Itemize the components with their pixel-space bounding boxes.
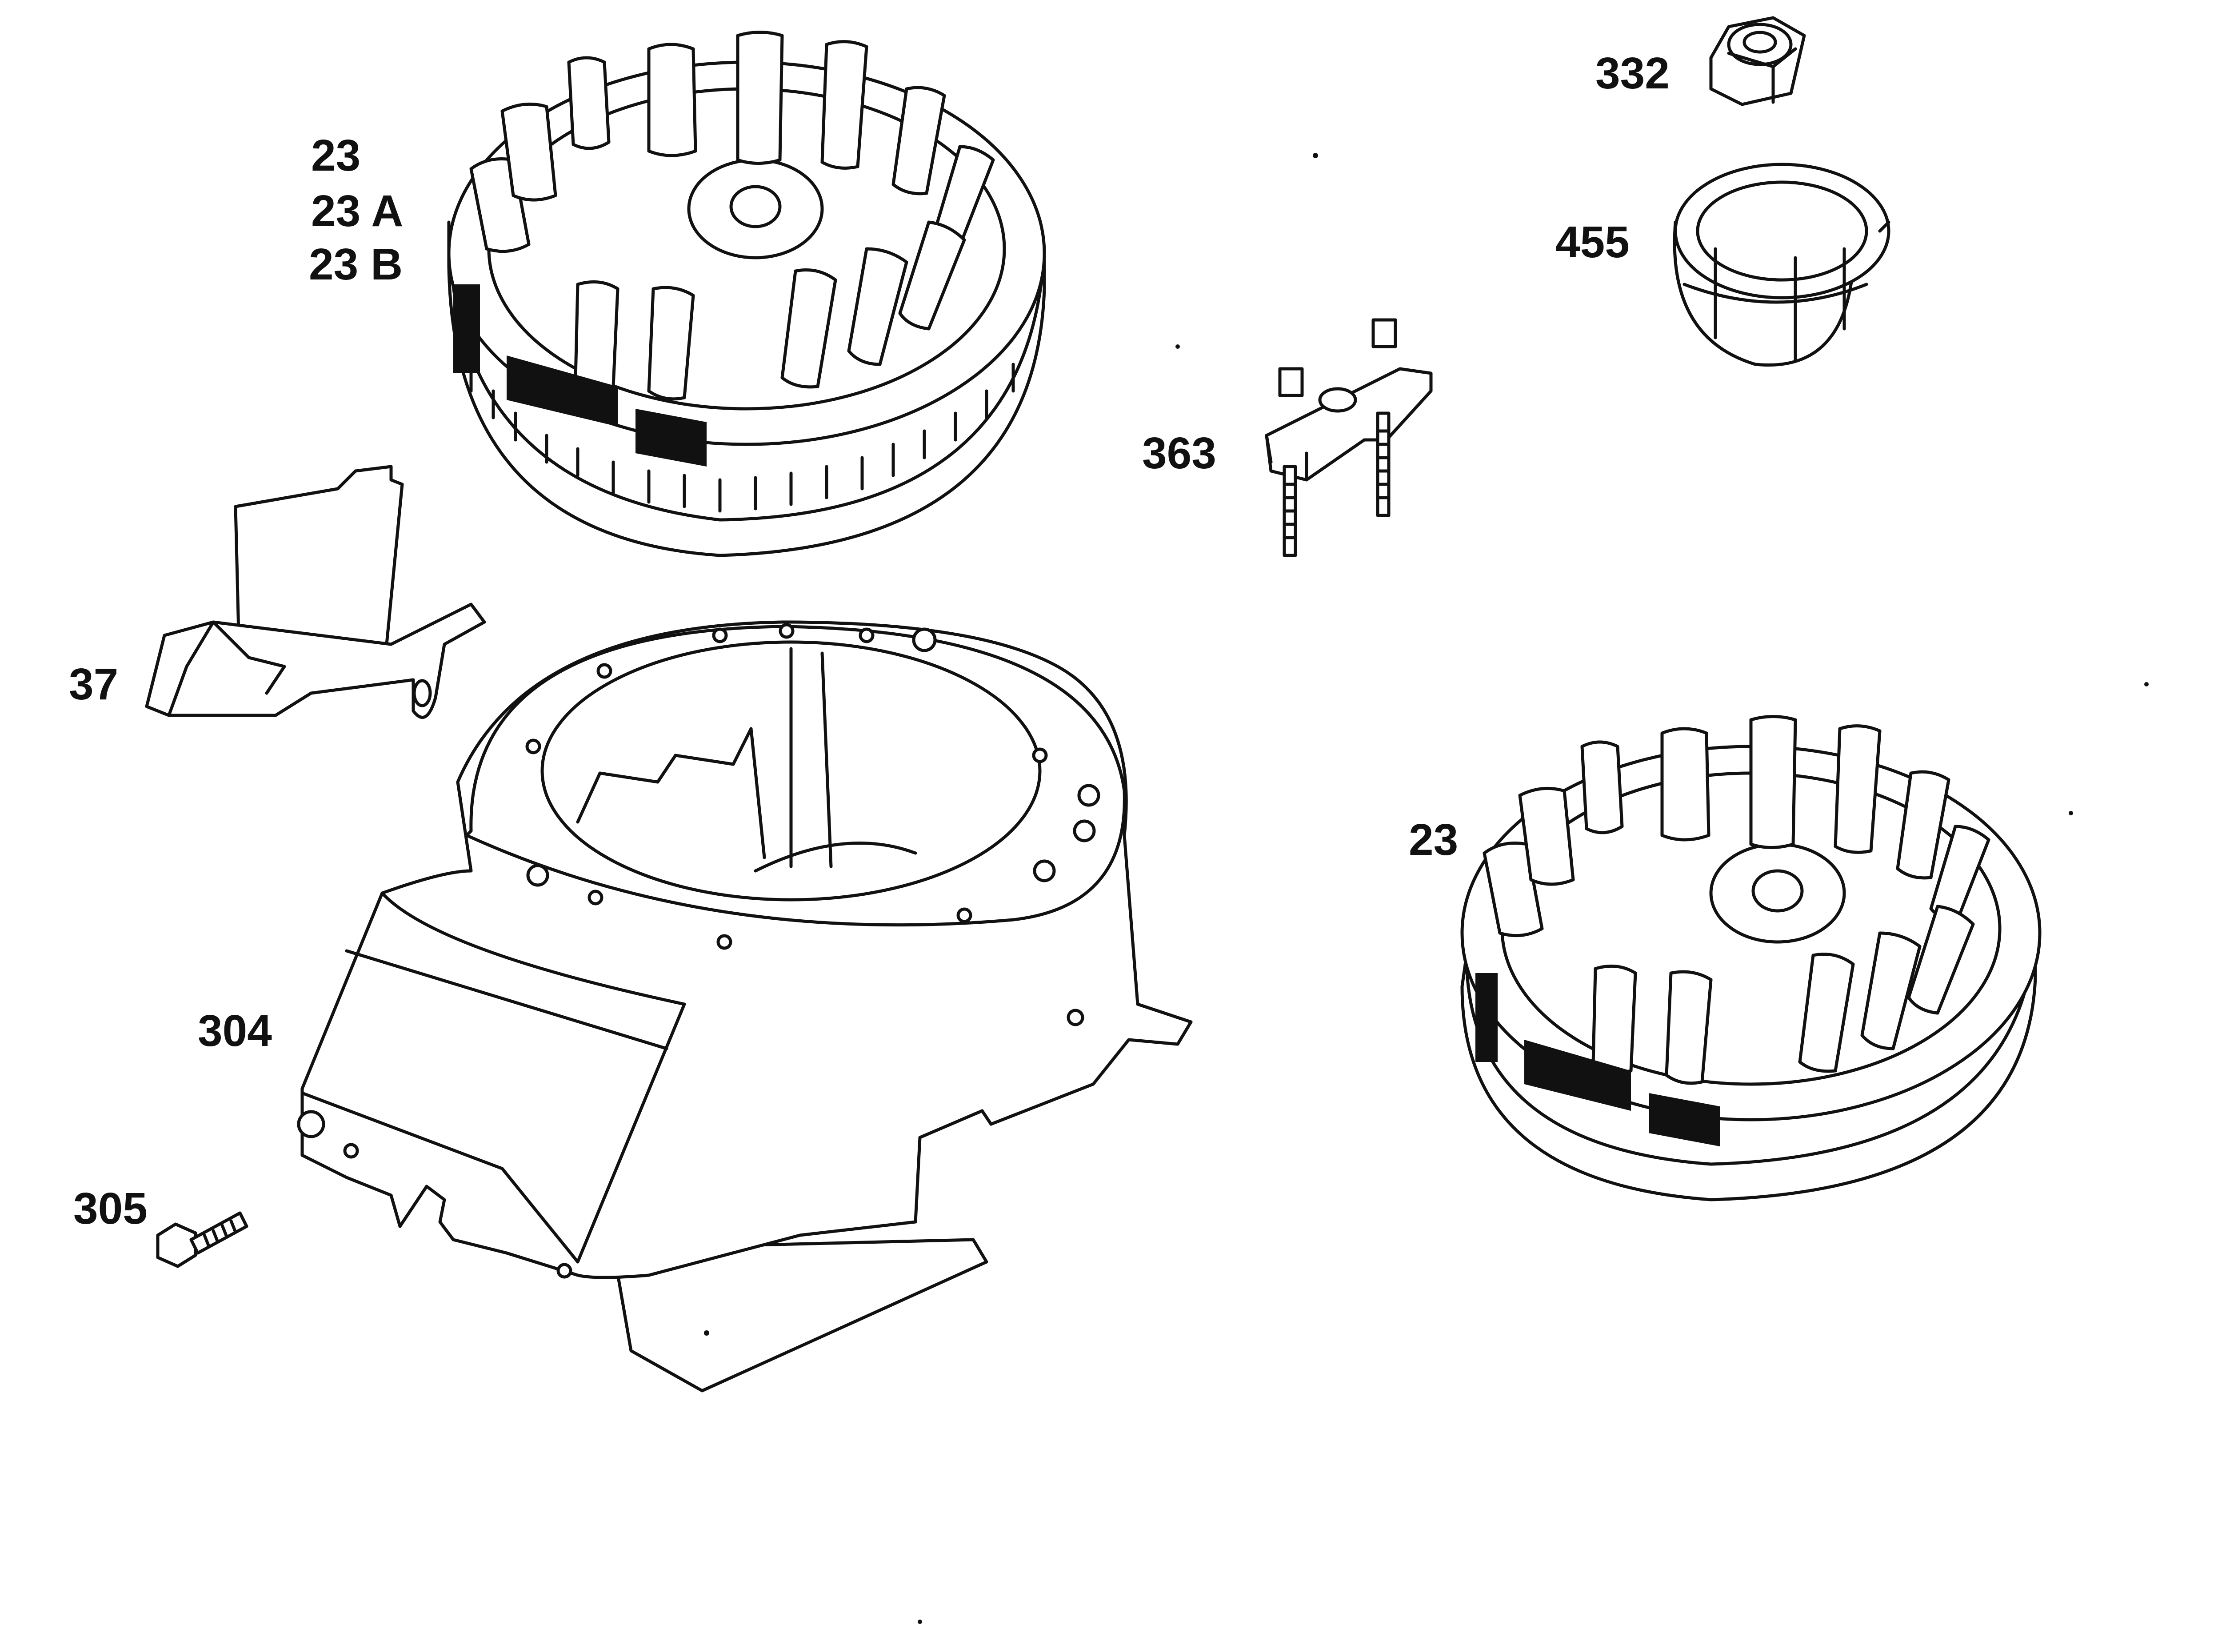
callout-23b: 23 B [309, 239, 403, 289]
callout-305: 305 [73, 1184, 148, 1233]
flywheel-top [447, 31, 1046, 557]
callout-304: 304 [198, 1006, 272, 1056]
callout-23-top: 23 [311, 131, 361, 180]
callout-37: 37 [69, 659, 119, 709]
callout-332: 332 [1595, 48, 1670, 98]
callout-23-right: 23 [1409, 815, 1459, 865]
callout-363: 363 [1142, 428, 1216, 478]
callout-23a: 23 A [311, 186, 404, 236]
hex-nut [1709, 16, 1806, 106]
starter-cup [1673, 163, 1890, 367]
ground-switch-bracket [1265, 318, 1433, 557]
air-guide [145, 465, 486, 719]
hex-bolt [156, 1211, 248, 1268]
blower-housing [297, 620, 1193, 1393]
callout-455: 455 [1555, 217, 1630, 267]
flywheel-right [1460, 715, 2042, 1201]
